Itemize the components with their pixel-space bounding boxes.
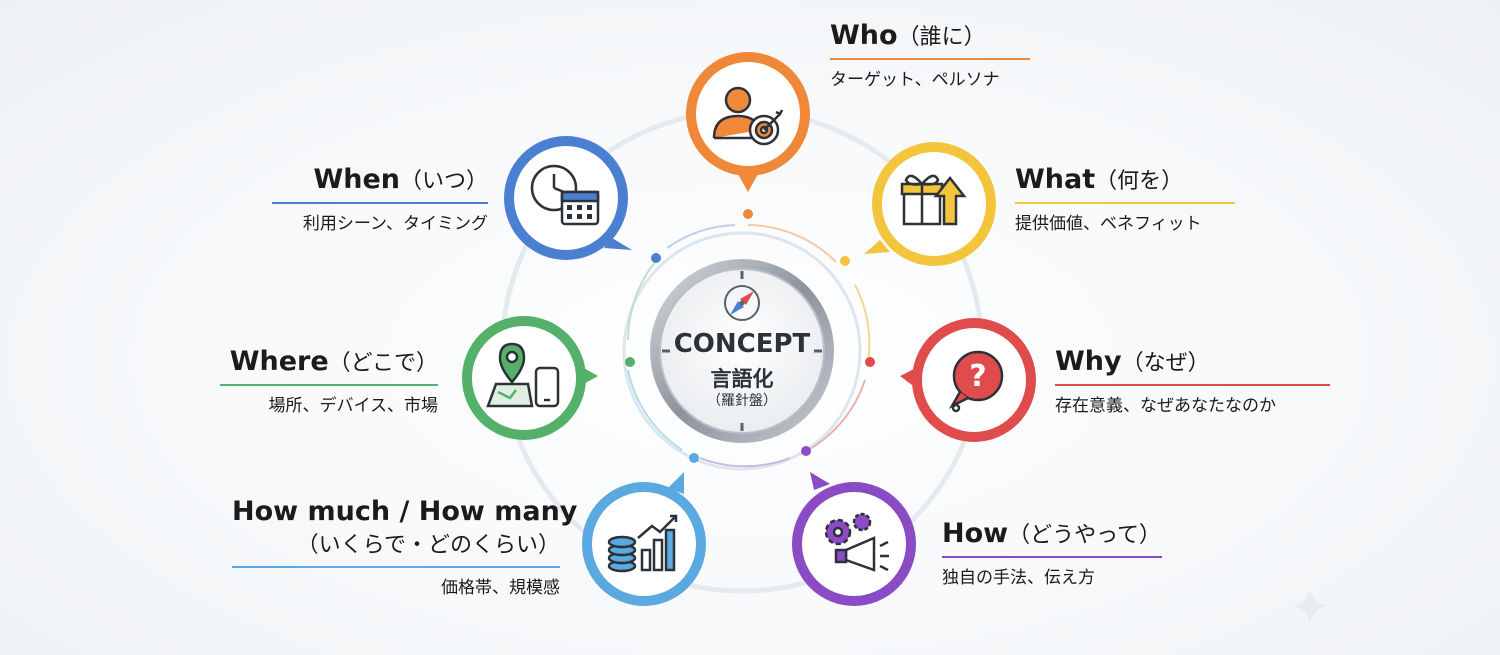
who-title-jp: （誰に）: [897, 25, 986, 50]
why-title: Why: [1055, 346, 1122, 377]
why-node: ?: [900, 316, 1038, 444]
where-node: [460, 314, 598, 442]
gift-arrow-icon: [900, 174, 967, 226]
how-description: 独自の手法、伝え方: [942, 568, 1095, 588]
how-divider: [942, 556, 1162, 558]
when-description: 利用シーン、タイミング: [302, 214, 488, 234]
center-subtitle: 言語化: [710, 367, 774, 391]
when-divider: [272, 202, 488, 204]
where-label: Where（どこで） 場所、デバイス、市場: [220, 346, 438, 417]
when-title-jp: （いつ）: [399, 169, 488, 194]
when-node: [502, 134, 632, 262]
how-title-jp: （どうやって）: [1008, 523, 1161, 548]
howmuch-title: How much / How many: [232, 496, 578, 527]
when-label: When（いつ） 利用シーン、タイミング: [272, 164, 488, 235]
what-title-jp: （何を）: [1095, 169, 1184, 194]
what-divider: [1015, 202, 1235, 204]
coins-chart-icon: [607, 514, 678, 573]
person-target-icon: [712, 86, 784, 146]
who-description: ターゲット、ペルソナ: [830, 70, 1000, 90]
where-description: 場所、デバイス、市場: [268, 396, 439, 416]
howmuch-node: [580, 472, 708, 608]
what-node: [864, 140, 998, 268]
where-divider: [220, 384, 438, 386]
howmuch-label: How much / How many （いくらで・どのくらい） 価格帯、規模感: [232, 496, 578, 599]
concept-compass: CONCEPT 言語化 （羅針盤）: [648, 243, 836, 445]
why-label: Why（なぜ） 存在意義、なぜあなたなのか: [1055, 346, 1330, 417]
question-mark-glyph: ?: [969, 359, 986, 394]
gears-megaphone-icon: [824, 512, 889, 572]
when-title: When: [313, 164, 400, 195]
who-node: [684, 50, 812, 192]
howmuch-description: 価格帯、規模感: [441, 578, 560, 598]
what-description: 提供価値、ベネフィット: [1015, 214, 1202, 234]
how-title: How: [942, 518, 1009, 549]
question-bubble-icon: [948, 350, 1004, 413]
what-label: What（何を） 提供価値、ベネフィット: [1015, 164, 1235, 235]
where-title: Where: [229, 346, 329, 377]
where-title-jp: （どこで）: [328, 351, 438, 376]
how-node: [790, 472, 918, 608]
compass-needle-icon: [724, 285, 760, 321]
compass-dial: [650, 243, 834, 443]
center-note: （羅針盤）: [707, 393, 777, 409]
map-pin-phone-icon: [486, 342, 560, 408]
who-label: Who（誰に） ターゲット、ペルソナ: [830, 20, 1030, 91]
sparkle-icon: [1292, 588, 1328, 624]
why-title-jp: （なぜ）: [1121, 351, 1210, 376]
how-label: How（どうやって） 独自の手法、伝え方: [942, 518, 1162, 589]
who-title: Who: [830, 20, 898, 51]
clock-calendar-icon: [530, 164, 600, 226]
why-divider: [1055, 384, 1330, 386]
what-title: What: [1015, 164, 1096, 195]
why-description: 存在意義、なぜあなたなのか: [1055, 396, 1276, 416]
howmuch-divider: [232, 566, 560, 568]
howmuch-title-jp: （いくらで・どのくらい）: [296, 533, 560, 558]
who-divider: [830, 58, 1030, 60]
center-title: CONCEPT: [673, 329, 811, 359]
